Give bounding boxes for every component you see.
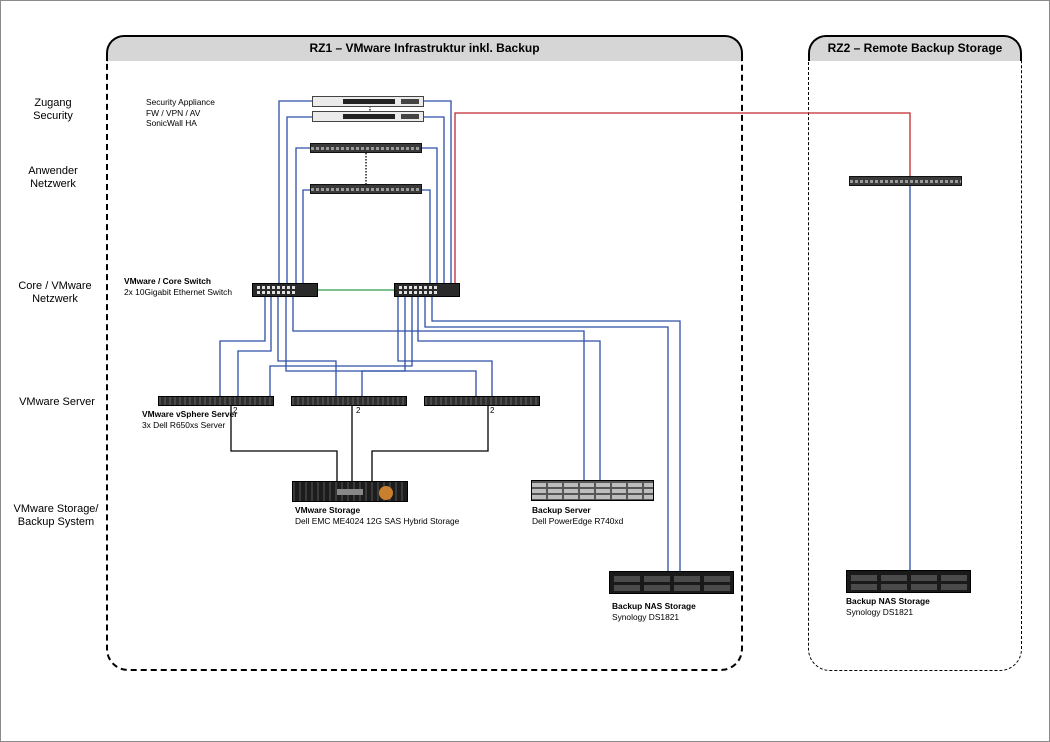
- rz2-switch: [849, 176, 962, 186]
- security-appliance-line3: SonicWall HA: [146, 118, 197, 128]
- core-switch-2: [394, 283, 460, 297]
- backup-nas-rz1-device: [609, 571, 734, 594]
- core-srv2-link-b: [361, 297, 406, 396]
- vsphere-server-3: [424, 396, 540, 406]
- sas-link-1: [230, 406, 338, 481]
- fw2-link-left: [286, 116, 314, 284]
- fw2-link-right: [424, 116, 445, 284]
- fw1-link-right: [424, 100, 452, 284]
- row-label-core-network: Core / VMware Netzwerk: [18, 280, 92, 305]
- backup-nas-rz1-subtitle: Synology DS1821: [612, 611, 680, 622]
- core-nas-link-b: [431, 297, 681, 572]
- core-srv1-link-c: [269, 297, 413, 396]
- core-backup-server-link-b: [417, 297, 601, 481]
- security-appliance-1: [312, 96, 424, 107]
- sas-link-3: [371, 406, 489, 481]
- user-network-switch-2: [310, 184, 422, 194]
- core-nas-link-a: [424, 297, 669, 572]
- backup-nas-rz2-label: Backup NAS Storage Synology DS1821: [846, 596, 930, 617]
- core-srv3-link-b: [397, 297, 493, 396]
- core-srv1-link-a: [219, 297, 266, 396]
- rz2-zone-border: [808, 59, 1022, 671]
- sw1-link-right: [422, 147, 438, 284]
- core-srv3-link-a: [285, 297, 477, 396]
- core-switch-subtitle: 2x 10Gigabit Ethernet Switch: [124, 286, 233, 297]
- backup-server-title: Backup Server: [532, 505, 591, 515]
- rz1-zone-border: [106, 59, 743, 671]
- security-appliance-label: Security Appliance FW / VPN / AV SonicWa…: [146, 97, 215, 129]
- backup-server-label: Backup Server Dell PowerEdge R740xd: [532, 505, 623, 526]
- core-switch-1: [252, 283, 318, 297]
- backup-nas-rz2-subtitle: Synology DS1821: [846, 606, 914, 617]
- core-srv1-link-b: [237, 297, 272, 396]
- row-label-storage: VMware Storage/ Backup System: [13, 503, 99, 528]
- vsphere-server-subtitle: 3x Dell R650xs Server: [142, 419, 226, 430]
- vmware-storage-label: VMware Storage Dell EMC ME4024 12G SAS H…: [295, 505, 459, 526]
- rz2-zone-title: RZ2 – Remote Backup Storage: [827, 41, 1003, 55]
- sw2-link-right: [422, 189, 431, 284]
- security-appliance-line2: FW / VPN / AV: [146, 107, 201, 118]
- vmware-storage-subtitle: Dell EMC ME4024 12G SAS Hybrid Storage: [295, 515, 460, 526]
- backup-nas-rz2-device: [846, 570, 971, 593]
- vsphere-server-label: VMware vSphere Server 3x Dell R650xs Ser…: [142, 409, 237, 430]
- backup-server-subtitle: Dell PowerEdge R740xd: [532, 515, 624, 526]
- server-1-port-count: 2: [233, 406, 238, 415]
- wan-link: [454, 112, 911, 288]
- vsphere-server-title: VMware vSphere Server: [142, 409, 238, 419]
- vsphere-server-1: [158, 396, 274, 406]
- backup-nas-rz1-label: Backup NAS Storage Synology DS1821: [612, 601, 696, 622]
- row-label-access: Zugang Security: [33, 97, 73, 122]
- core-backup-server-link-a: [292, 297, 585, 481]
- core-switch-label: VMware / Core Switch 2x 10Gigabit Ethern…: [124, 276, 232, 297]
- backup-nas-rz2-title: Backup NAS Storage: [846, 596, 930, 606]
- row-label-vmware-server: VMware Server: [19, 396, 95, 408]
- security-appliance-line1: Security Appliance: [146, 97, 215, 107]
- vmware-storage-device: [292, 481, 408, 502]
- fw1-link-left: [278, 100, 314, 284]
- server-3-port-count: 2: [490, 406, 495, 415]
- vmware-storage-title: VMware Storage: [295, 505, 361, 515]
- backup-nas-rz1-title: Backup NAS Storage: [612, 601, 696, 611]
- sw1-link-left: [295, 147, 312, 284]
- core-switch-title: VMware / Core Switch: [124, 276, 212, 286]
- rz1-zone-header: RZ1 – VMware Infrastruktur inkl. Backup: [106, 35, 743, 61]
- sw2-link-left: [302, 189, 312, 284]
- rz1-zone-title: RZ1 – VMware Infrastruktur inkl. Backup: [309, 41, 540, 55]
- server-2-port-count: 2: [356, 406, 361, 415]
- rz2-zone-header: RZ2 – Remote Backup Storage: [808, 35, 1022, 61]
- vsphere-server-2: [291, 396, 407, 406]
- security-appliance-2: [312, 111, 424, 122]
- core-srv2-link-a: [277, 297, 337, 396]
- user-network-switch-1: [310, 143, 422, 153]
- backup-server-device: [531, 480, 654, 501]
- row-label-user-network: Anwender Netzwerk: [28, 165, 78, 190]
